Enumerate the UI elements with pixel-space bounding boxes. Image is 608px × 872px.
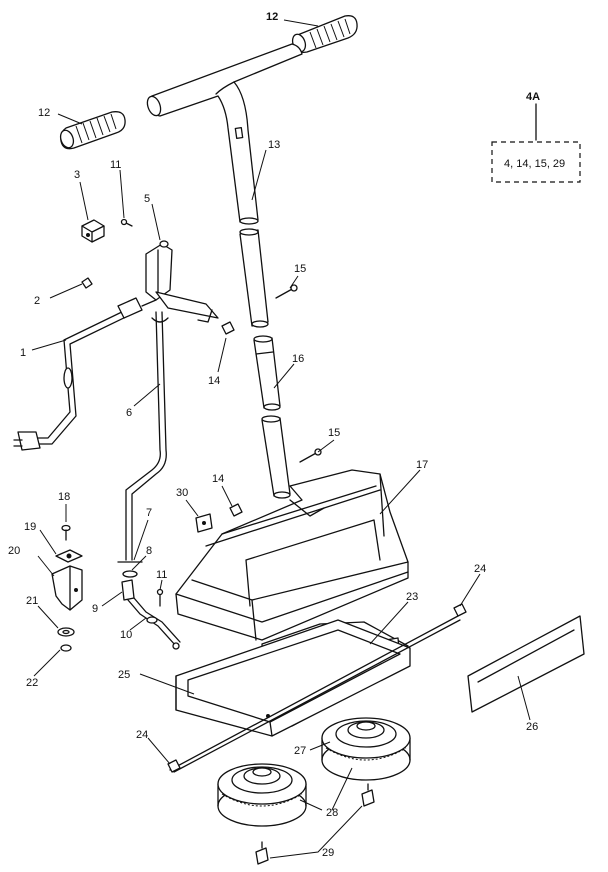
callout-6: 6 <box>126 407 132 419</box>
callout-11-lower: 11 <box>156 569 167 581</box>
screw-15-upper <box>275 284 298 299</box>
grip-right <box>291 15 358 53</box>
plate-19 <box>55 549 83 563</box>
grip-left <box>59 111 126 150</box>
tube-lower <box>261 415 291 499</box>
clip-29-right <box>361 783 375 807</box>
callout-24-right: 24 <box>474 563 486 575</box>
callout-23: 23 <box>406 591 418 603</box>
callout-labels: 12 12 3 11 5 13 15 2 1 14 16 6 15 17 14 … <box>8 11 565 859</box>
bumper-rod <box>169 615 461 773</box>
callout-28: 28 <box>326 807 338 819</box>
callout-24-left: 24 <box>136 729 148 741</box>
callout-29: 29 <box>322 847 334 859</box>
handle-upper <box>146 43 303 225</box>
callout-25: 25 <box>118 669 130 681</box>
callout-15-lower: 15 <box>328 427 340 439</box>
callout-11-upper: 11 <box>110 159 121 171</box>
clip-2 <box>81 277 93 289</box>
nut-22 <box>60 644 72 652</box>
callout-12-top: 12 <box>266 11 278 23</box>
brush-right <box>321 717 411 781</box>
callout-14-upper: 14 <box>208 375 220 387</box>
callout-19: 19 <box>24 521 36 533</box>
callout-7: 7 <box>146 507 152 519</box>
callout-5: 5 <box>144 193 150 205</box>
callout-17: 17 <box>416 459 428 471</box>
screw-24-left <box>167 759 181 773</box>
power-cord <box>13 297 157 451</box>
screw-15-lower <box>299 448 322 463</box>
callout-8: 8 <box>146 545 152 557</box>
callout-16: 16 <box>292 353 304 365</box>
callout-18: 18 <box>58 491 70 503</box>
callout-20: 20 <box>8 545 20 557</box>
inner-cable <box>125 311 169 561</box>
plate-30 <box>195 513 213 533</box>
callout-27: 27 <box>294 745 306 757</box>
callout-21: 21 <box>26 595 38 607</box>
kit-contents: 4, 14, 15, 29 <box>504 158 565 170</box>
screw-18 <box>61 524 71 541</box>
brush-left <box>217 763 307 827</box>
switch-bracket <box>145 240 219 323</box>
leader-lines <box>31 19 531 859</box>
tube-16 <box>253 335 281 411</box>
kit-label: 4A <box>526 91 540 103</box>
callout-15-upper: 15 <box>294 263 306 275</box>
screw-14-lower <box>229 503 243 517</box>
clip-29-left <box>255 841 269 865</box>
callout-9: 9 <box>92 603 98 615</box>
screw-11-upper <box>120 218 133 227</box>
callout-14-lower: 14 <box>212 473 224 485</box>
callout-22: 22 <box>26 677 38 689</box>
callout-26: 26 <box>526 721 538 733</box>
screw-14-upper <box>221 321 235 335</box>
switch-3 <box>81 219 105 243</box>
cover-20 <box>51 565 83 611</box>
tube-middle <box>239 228 269 328</box>
motor-housing <box>175 469 409 641</box>
screw-24-right <box>453 603 467 617</box>
callout-13: 13 <box>268 139 280 151</box>
callout-12-left: 12 <box>38 107 50 119</box>
callout-30: 30 <box>176 487 188 499</box>
kit-4a <box>491 103 581 183</box>
callout-10: 10 <box>120 629 132 641</box>
callout-1: 1 <box>20 347 26 359</box>
pad-26 <box>467 615 585 713</box>
callout-3: 3 <box>74 169 80 181</box>
callout-2: 2 <box>34 295 40 307</box>
washer-21 <box>57 627 75 637</box>
